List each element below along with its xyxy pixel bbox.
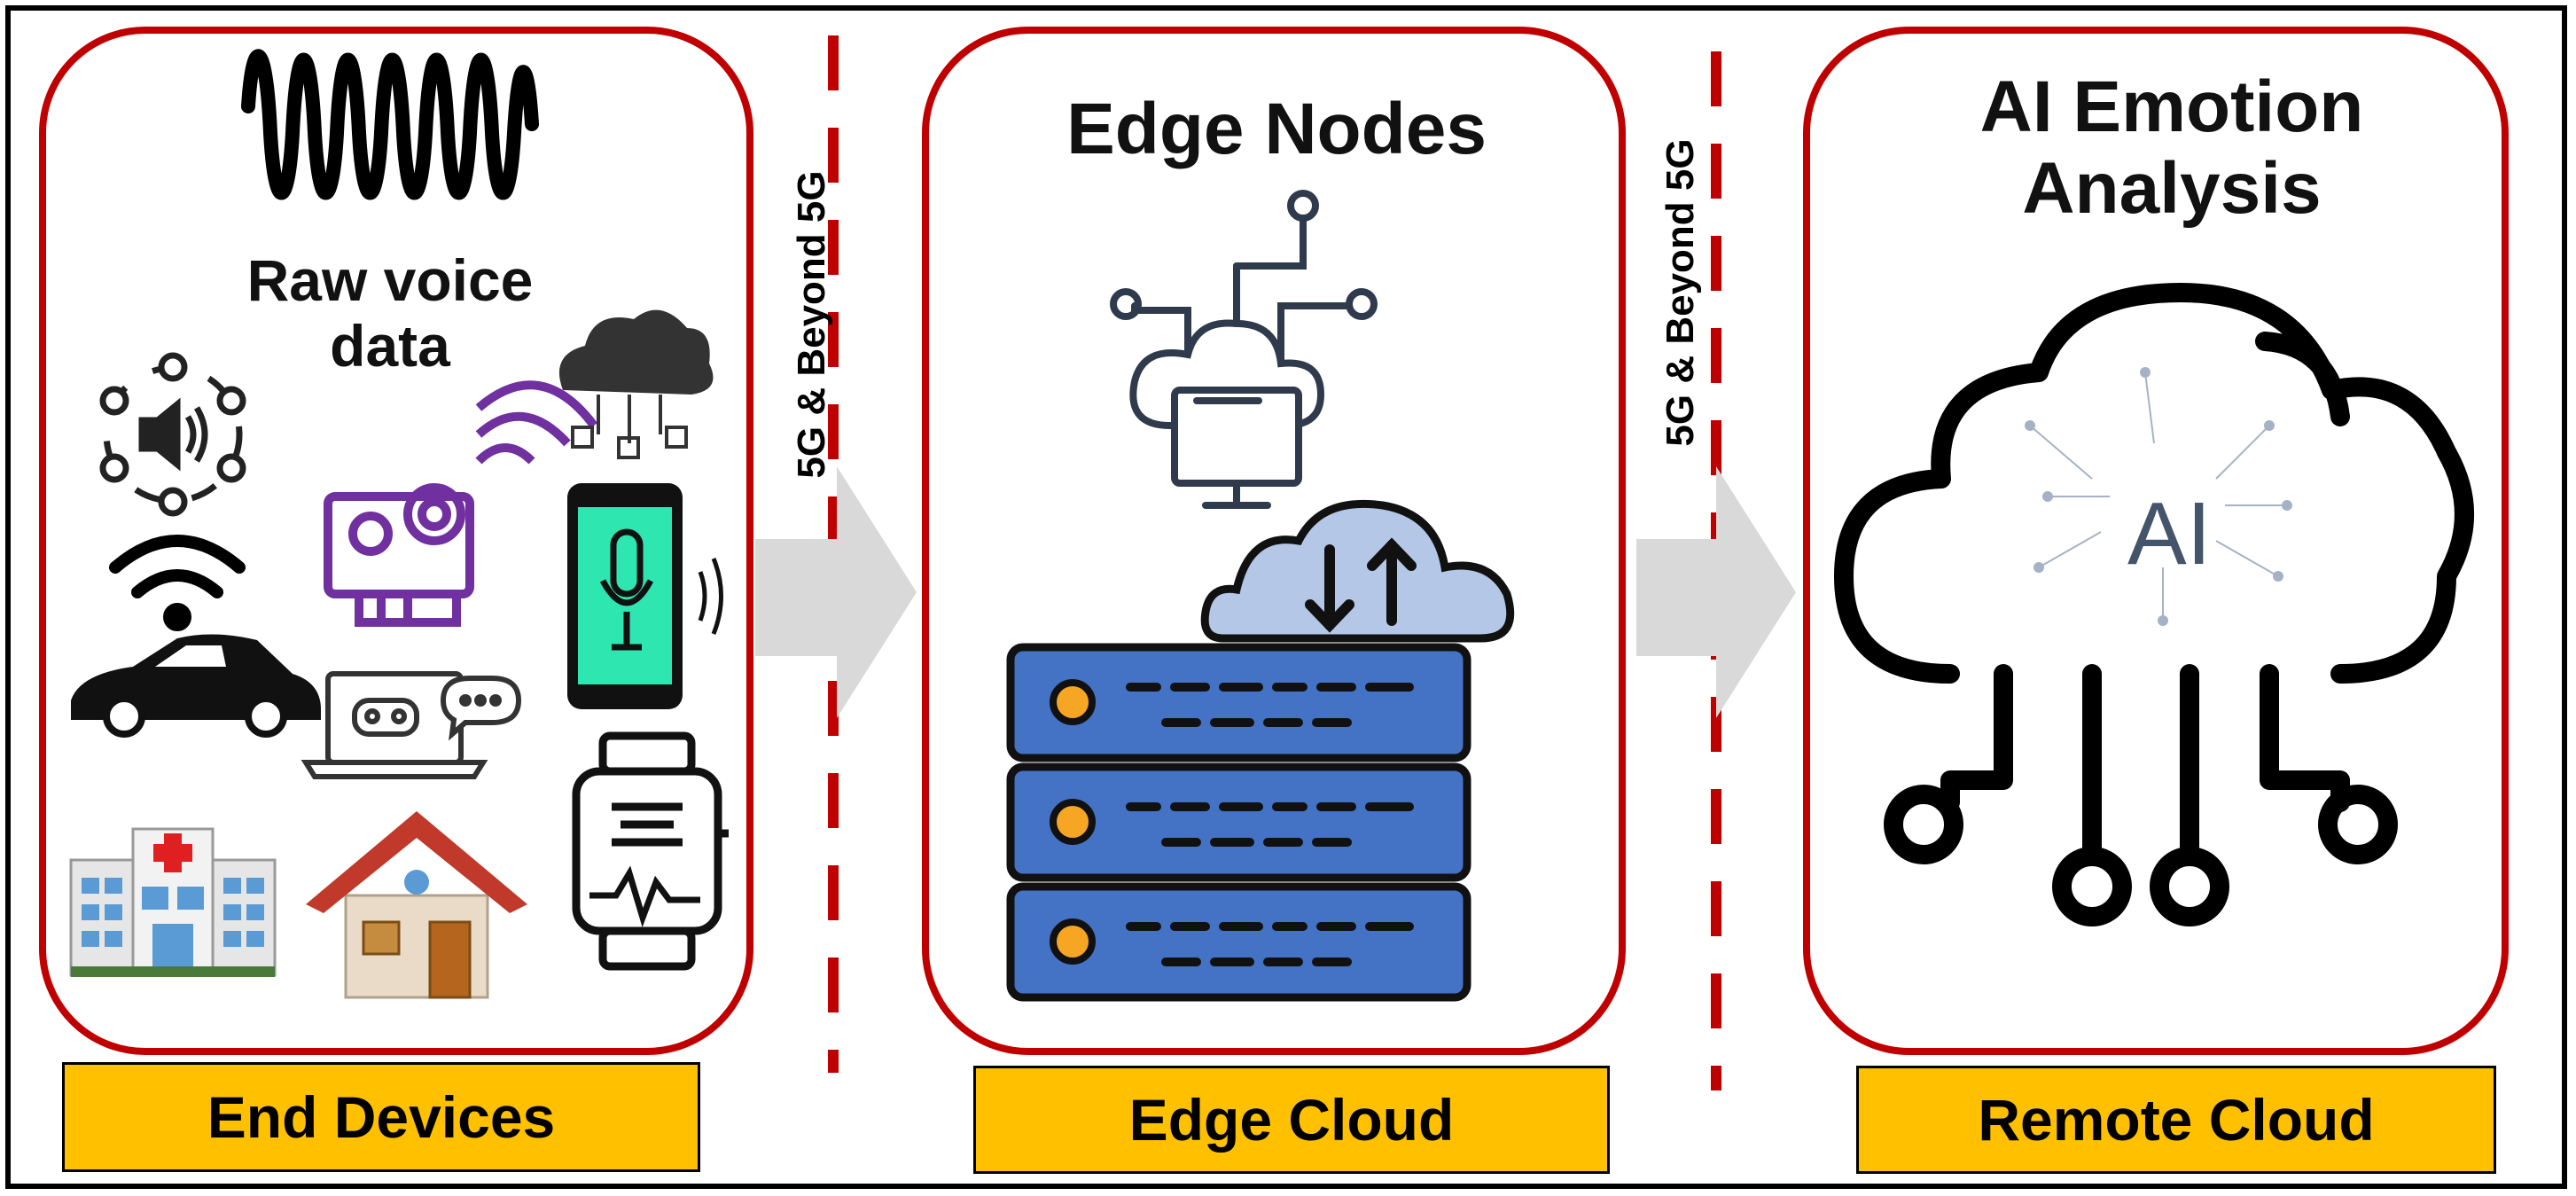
edge-cloud-label: Edge Cloud <box>973 1066 1610 1174</box>
ai-emotion-heading-line2: Analysis <box>2022 147 2322 229</box>
edge-nodes-heading: Edge Nodes <box>1066 89 1487 169</box>
end-devices-heading: Raw voice data <box>195 247 585 379</box>
smartwatch-icon <box>572 731 729 971</box>
wifi-icon <box>109 535 246 631</box>
end-devices-heading-line1: Raw voice <box>246 247 534 313</box>
laptop-chat-icon <box>301 671 522 779</box>
cloud-network-icon <box>558 309 714 459</box>
cloud-computer-icon <box>1110 190 1378 509</box>
camera-icon <box>324 380 597 627</box>
ai-cloud-icon <box>1834 283 2474 926</box>
ai-circuit-pattern <box>2025 367 2292 626</box>
server-unit-1 <box>1006 643 1471 762</box>
server-unit-2 <box>1006 762 1471 882</box>
car-icon <box>71 634 321 738</box>
ai-label: AI <box>2127 484 2212 583</box>
house-icon <box>306 811 527 999</box>
network-label-2: 5G & Beyond 5G <box>1659 138 1702 447</box>
ai-emotion-heading: AI Emotion Analysis <box>1870 66 2473 230</box>
diagram-frame <box>5 5 2567 1189</box>
cloud-sync-icon <box>1200 499 1515 643</box>
server-rack-icon <box>1006 643 1471 1002</box>
network-label-1: 5G & Beyond 5G <box>790 170 833 479</box>
remote-cloud-label: Remote Cloud <box>1856 1066 2496 1174</box>
server-unit-3 <box>1006 882 1471 1002</box>
phone-mic-icon <box>567 483 723 709</box>
end-devices-heading-line2: data <box>330 312 450 379</box>
flow-arrow-1 <box>755 466 917 718</box>
flow-arrow-2 <box>1636 466 1796 718</box>
hospital-icon <box>69 827 277 977</box>
end-devices-label: End Devices <box>62 1062 700 1172</box>
ai-emotion-heading-line1: AI Emotion <box>1979 66 2364 147</box>
speaker-network-icon <box>99 352 246 517</box>
waveform-icon <box>241 49 539 200</box>
